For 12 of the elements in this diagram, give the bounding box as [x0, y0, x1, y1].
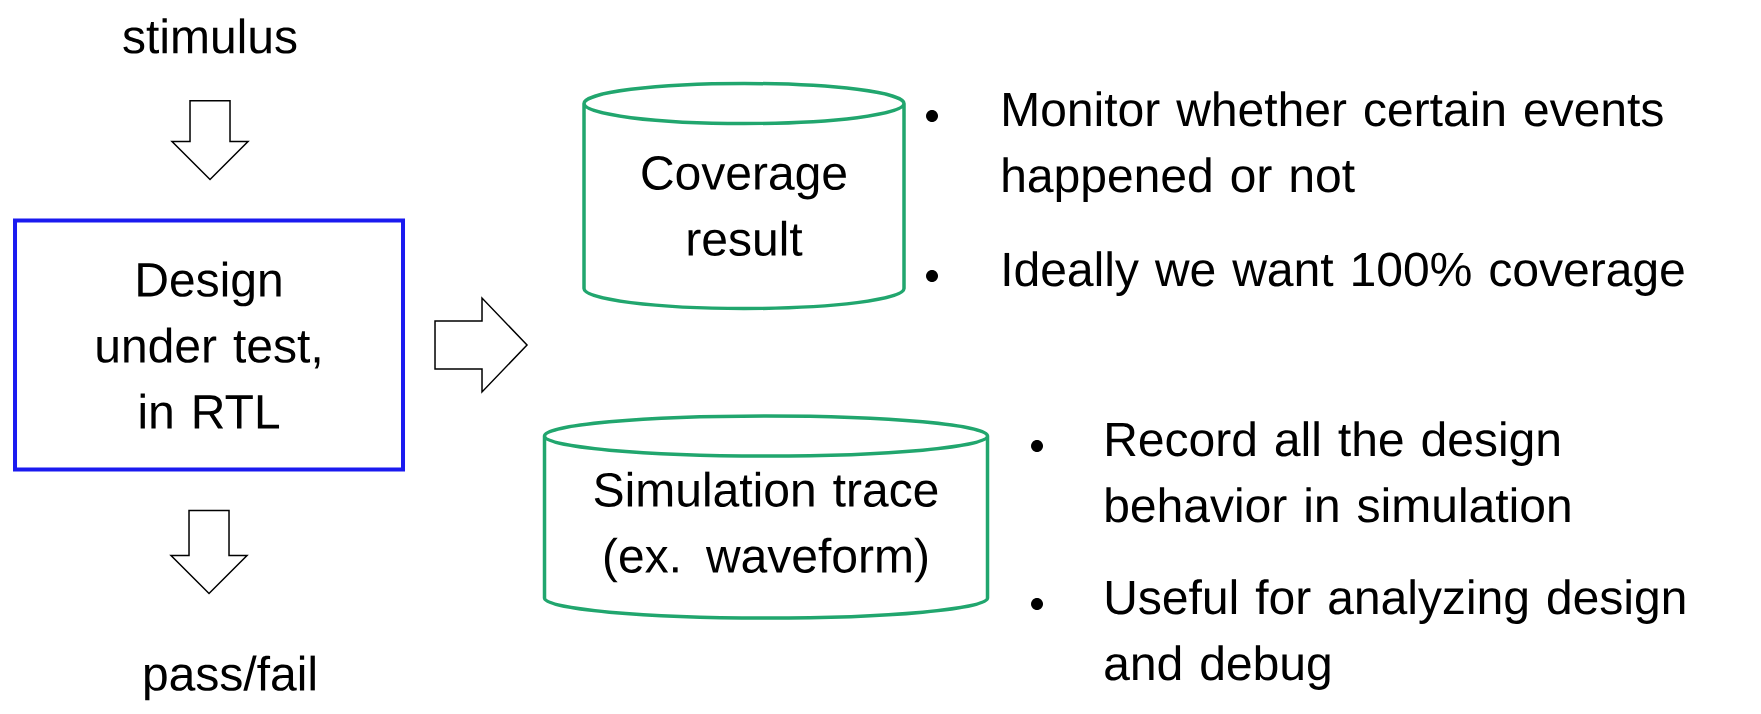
process-box: Design under test, in RTL	[13, 218, 405, 472]
flow-label: stimulus	[123, 18, 297, 54]
bullet-text: Monitor whether certain events happened or not	[1003, 91, 1663, 202]
block-arrow	[169, 509, 249, 595]
bullet-text: Useful for analyzing design and debug	[1105, 579, 1685, 690]
flow-label: pass/fail	[145, 655, 315, 701]
bullet-text: Ideally we want 100% coverage	[1004, 251, 1684, 296]
database-cylinder: Simulation trace (ex. waveform)	[542, 414, 990, 620]
bullet-text: Record all the design behavior in simulation	[1106, 421, 1570, 523]
block-arrow	[434, 296, 529, 394]
database-cylinder: Coverage result	[582, 81, 906, 311]
block-arrow	[170, 100, 250, 181]
